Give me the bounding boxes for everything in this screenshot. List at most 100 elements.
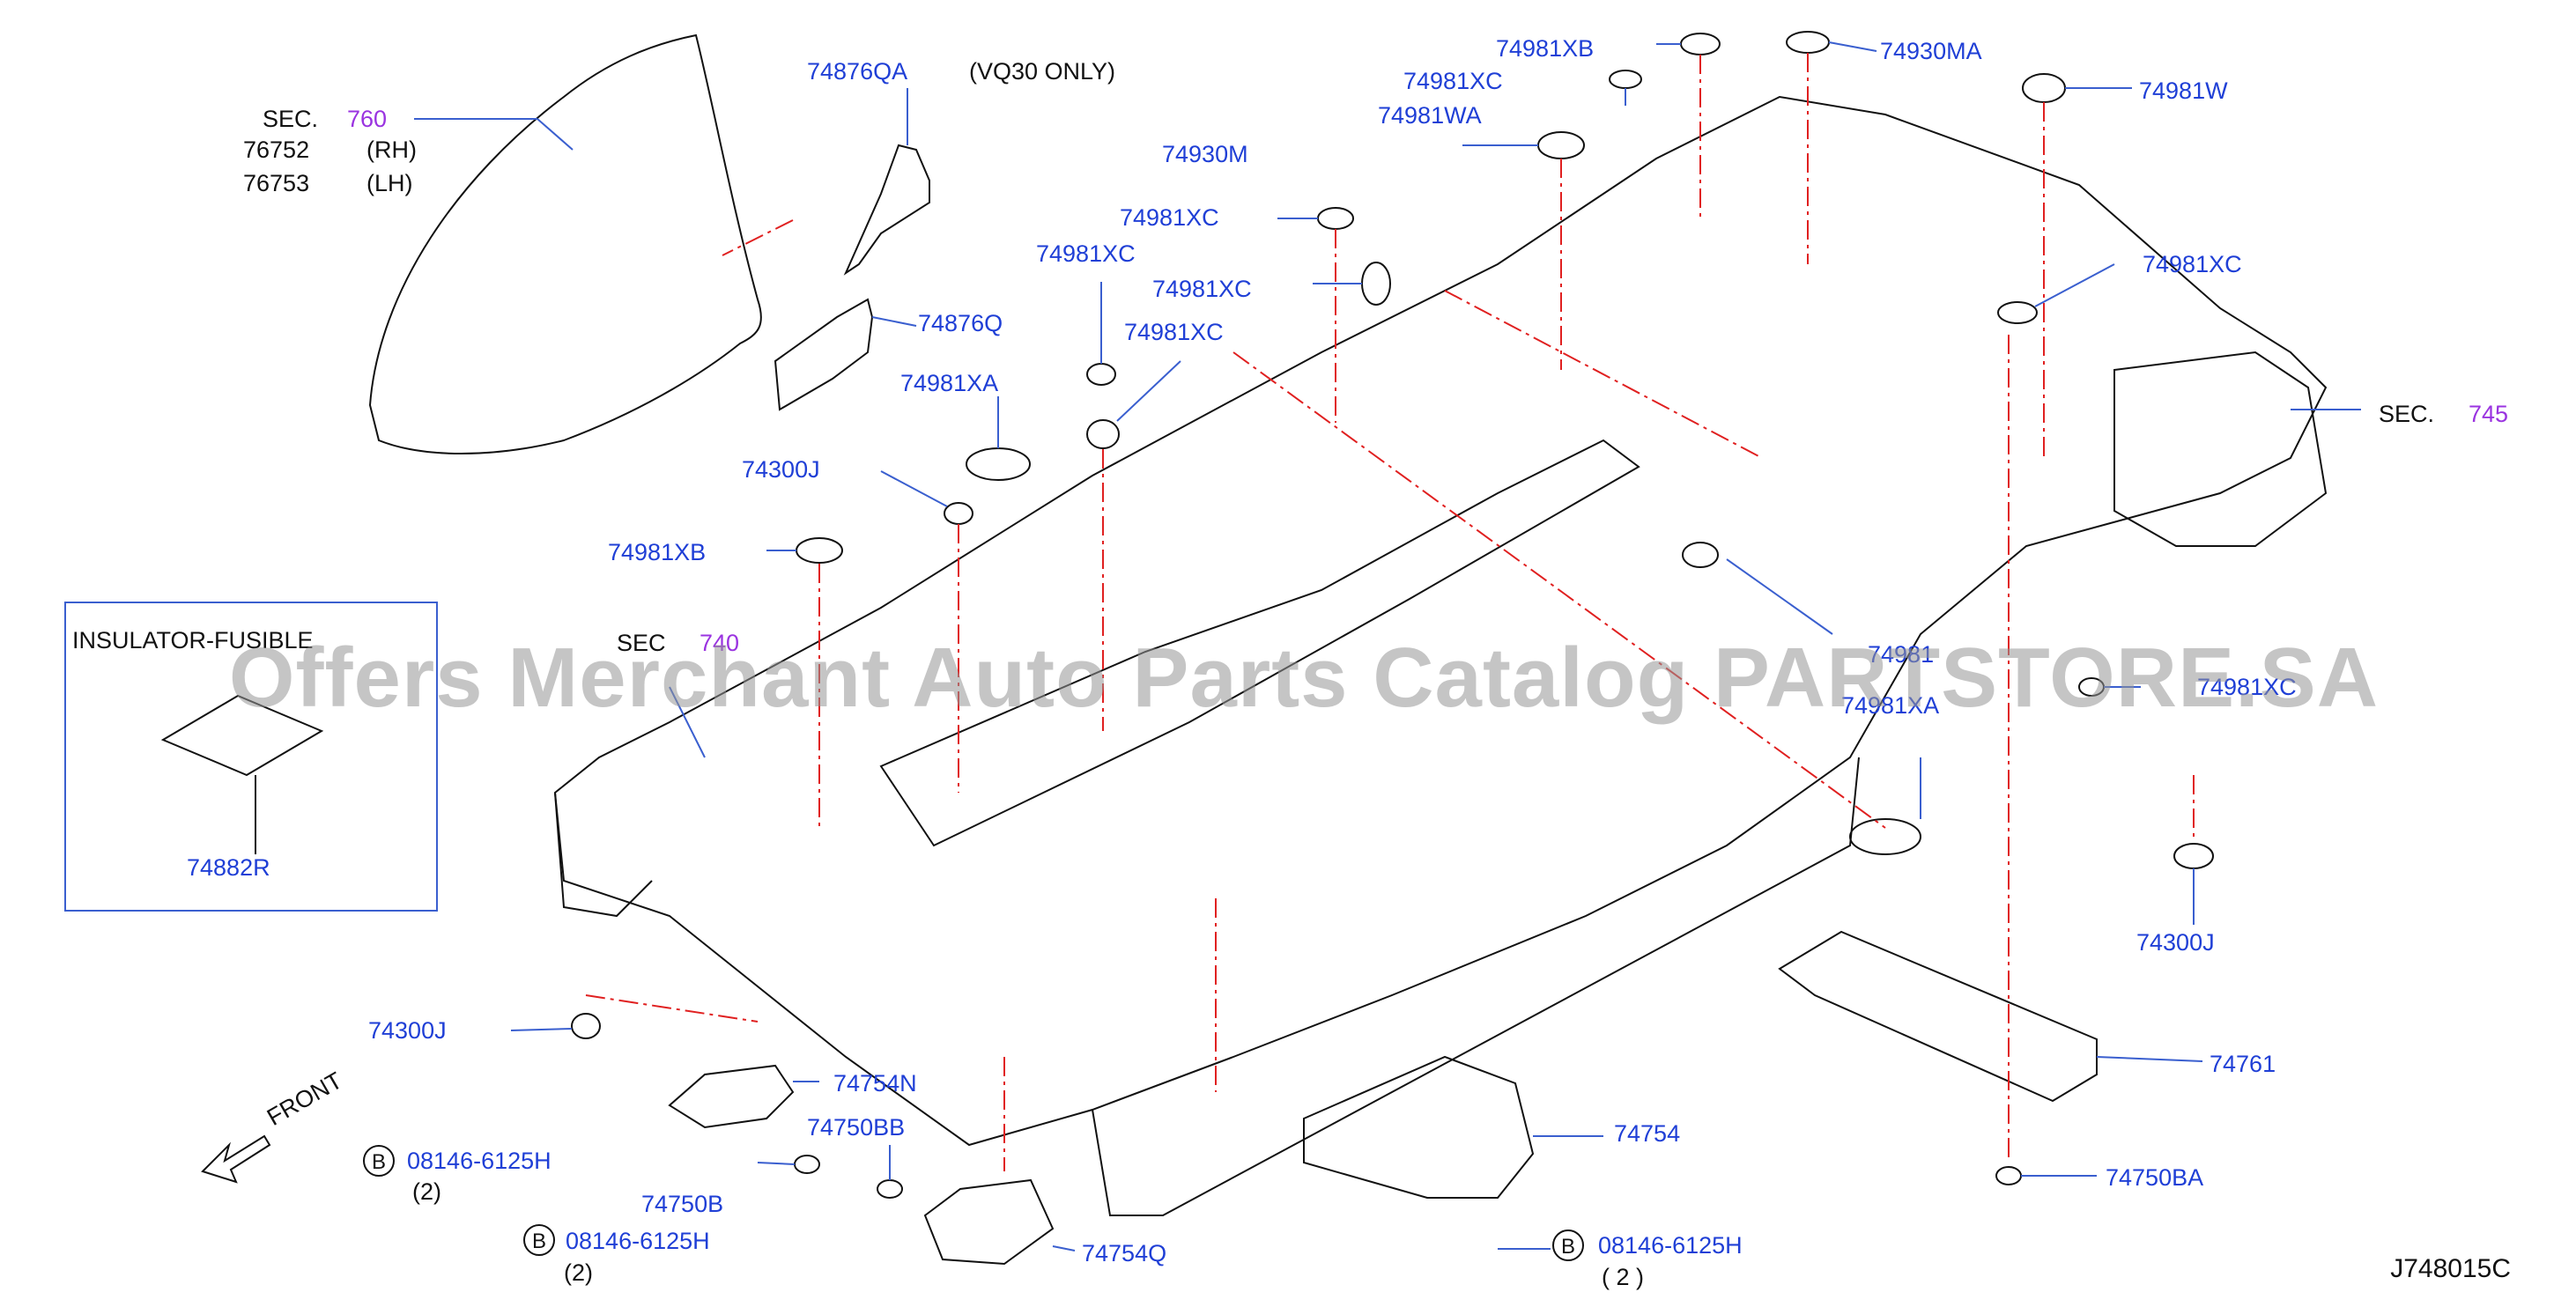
bolt-type-b-mark: B [523, 1224, 555, 1256]
part-label-74981WA[interactable]: 74981WA [1378, 102, 1482, 129]
part-label-74754[interactable]: 74754 [1614, 1120, 1681, 1147]
bolt-type-b-mark: B [363, 1145, 395, 1177]
plug-74981XA [966, 447, 1031, 481]
part-label-bolt-1[interactable]: 08146-6125H [407, 1148, 551, 1174]
part-label-74761[interactable]: 74761 [2210, 1051, 2276, 1077]
part-label-74754Q[interactable]: 74754Q [1082, 1240, 1167, 1266]
bracket-74754Q [923, 1178, 1055, 1266]
part-label-74750BA[interactable]: 74750BA [2106, 1164, 2204, 1191]
plug-74981XC-c [1361, 262, 1391, 306]
part-label-74300J-right[interactable]: 74300J [2136, 929, 2215, 956]
plug-mid [1682, 542, 1719, 568]
leader-line [510, 1028, 573, 1031]
part-label-bolt-3[interactable]: 08146-6125H [1598, 1232, 1743, 1259]
centerline [722, 219, 794, 256]
sec740-prefix: SEC [617, 630, 666, 656]
clip-74750BA [1995, 1166, 2022, 1185]
plug-74981XC-d [1086, 363, 1116, 386]
leader-line [1828, 41, 1877, 52]
part-label-74750B[interactable]: 74750B [641, 1191, 724, 1217]
plug-74981XB-left [796, 537, 843, 564]
front-arrow-outline [201, 1134, 271, 1184]
centerline [1232, 351, 1886, 829]
part-label-bolt-2[interactable]: 08146-6125H [566, 1228, 710, 1254]
part-label-74981XC-d[interactable]: 74981XC [1152, 276, 1252, 302]
leader-line [871, 316, 917, 327]
plug-74930MA [1786, 31, 1830, 54]
floor-panel-outline [553, 95, 2328, 1147]
left-sill-outline [554, 792, 653, 918]
leader-line [1052, 1245, 1076, 1252]
part-label-74754N[interactable]: 74754N [833, 1070, 917, 1097]
part-label-74981XB-top[interactable]: 74981XB [1496, 35, 1595, 62]
sec745-number[interactable]: 745 [2469, 401, 2509, 427]
right-sill-outline [1092, 757, 1860, 1216]
part-label-74930M[interactable]: 74930M [1162, 141, 1248, 167]
part-label-74981XC-b[interactable]: 74981XC [1120, 204, 1219, 231]
part-label-74981XC-c[interactable]: 74981XC [1036, 240, 1136, 267]
part-label-74300J-a[interactable]: 74300J [742, 456, 820, 483]
diagram-id: J748015C [2390, 1254, 2511, 1283]
part-label-74981XC-e[interactable]: 74981XC [1124, 319, 1224, 345]
part-label-74981W[interactable]: 74981W [2139, 78, 2228, 104]
insulator-sheet-74882R [160, 694, 324, 777]
bolt-2-qty: (2) [564, 1259, 593, 1286]
sec760-side-lh: (LH) [366, 170, 413, 196]
inset-title: INSULATOR-FUSIBLE [72, 627, 314, 654]
sec760-number[interactable]: 760 [347, 106, 388, 132]
heat-insulator-74876QA [843, 144, 930, 276]
rear-member-outline [2113, 351, 2328, 547]
leader-line [1116, 360, 1181, 422]
part-label-74981-mid[interactable]: 74981 [1868, 641, 1935, 668]
sec760-side-rh: (RH) [366, 137, 417, 163]
leader-line [669, 686, 706, 758]
plug-74981XA-right [1849, 818, 1921, 855]
bolt-1-qty: (2) [412, 1178, 441, 1205]
wheel-housing-outline [368, 33, 762, 454]
center-tunnel [879, 439, 1640, 847]
plug-74981XC-b [1317, 207, 1354, 230]
grommet-74300J-a [944, 502, 973, 525]
part-label-74750BB[interactable]: 74750BB [807, 1114, 906, 1141]
leader-line [2096, 1056, 2203, 1062]
sec760-code-rh: 76752 [243, 137, 310, 163]
part-label-74981XC-far[interactable]: 74981XC [2197, 674, 2297, 700]
nut-74750B [794, 1155, 820, 1174]
clip-74981XC-far [2078, 677, 2105, 697]
bolt-type-b-mark: B [1552, 1229, 1584, 1261]
part-label-74930MA[interactable]: 74930MA [1880, 38, 1982, 64]
plug-74981XB-top [1680, 33, 1721, 55]
sec740-number[interactable]: 740 [700, 630, 740, 656]
leader-line [1726, 558, 1833, 635]
bracket-74754N [668, 1064, 795, 1129]
leader-line [757, 1162, 796, 1165]
part-label-74981XA-right[interactable]: 74981XA [1841, 692, 1940, 719]
inset-box [64, 602, 438, 912]
grommet-74300J-right [2173, 843, 2214, 869]
plug-74981WA [1537, 131, 1585, 159]
undercover-74754 [1303, 1055, 1535, 1199]
plug-74981XC-a [1609, 70, 1642, 89]
leader-line [880, 470, 948, 507]
leader-line [2034, 263, 2115, 307]
nut-74750BB [877, 1179, 903, 1199]
sec745-prefix: SEC. [2379, 401, 2435, 427]
part-label-74981XC-right[interactable]: 74981XC [2143, 251, 2242, 277]
part-label-74876QA[interactable]: 74876QA [807, 58, 908, 85]
leader-line [537, 118, 574, 151]
vq30-note: (VQ30 ONLY) [969, 58, 1116, 85]
part-label-74981XB-left[interactable]: 74981XB [608, 539, 707, 565]
part-label-74981XC-a[interactable]: 74981XC [1403, 68, 1503, 94]
floor-cover-74761 [1778, 930, 2098, 1103]
part-label-74300J-left[interactable]: 74300J [368, 1017, 447, 1044]
part-label-74981XA[interactable]: 74981XA [900, 370, 999, 396]
heat-insulator-74876Q [774, 298, 874, 411]
grommet-74300J-left [571, 1013, 601, 1039]
bolt-3-qty: ( 2 ) [1602, 1264, 1645, 1290]
part-label-74876Q[interactable]: 74876Q [918, 310, 1003, 336]
part-label-74882R[interactable]: 74882R [187, 854, 270, 881]
centerline [1444, 290, 1763, 459]
plug-74981W [2022, 73, 2066, 103]
plug-74981XC-right [1997, 301, 2038, 324]
